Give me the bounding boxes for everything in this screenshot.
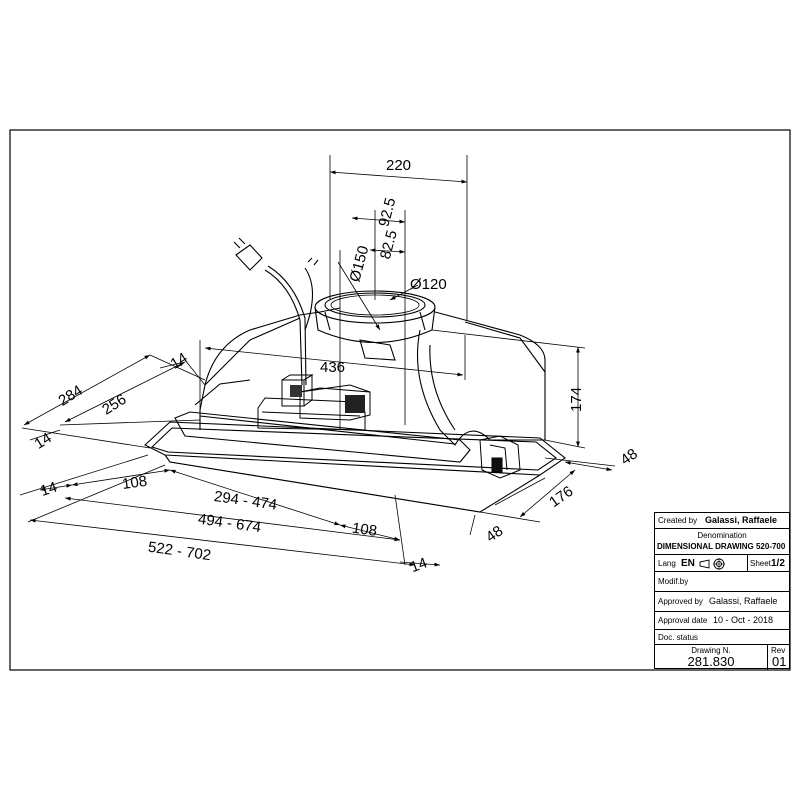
dim-dia-120: Ø120 <box>410 276 447 293</box>
denomination-label: Denomination <box>697 531 747 540</box>
denomination-row: Denomination DIMENSIONAL DRAWING 520-700 <box>655 529 789 555</box>
sheet-value: 1/2 <box>771 558 785 569</box>
dim-14-left: 14 <box>32 429 55 452</box>
dim-108-left: 108 <box>121 473 148 493</box>
projection-symbol-icon <box>699 558 725 570</box>
doc-status-label: Doc. status <box>658 633 699 642</box>
approved-by-value: Galassi, Raffaele <box>709 596 778 606</box>
lang-row: Lang EN Sheet 1/2 <box>655 555 789 572</box>
doc-status-row: Doc. status <box>655 630 789 645</box>
power-cable <box>233 237 319 386</box>
approval-date-label: Approval date <box>658 616 708 625</box>
drawing-frame <box>9 129 791 671</box>
dim-256: 256 <box>99 391 129 419</box>
sheet-label: Sheet <box>750 559 771 568</box>
dim-14-top: 14 <box>168 349 191 372</box>
connector-fill <box>290 385 302 397</box>
created-by-row: Created by Galassi, Raffaele <box>655 513 789 529</box>
modif-row: Modif.by <box>655 572 789 592</box>
lang-sheet-divider <box>747 555 748 571</box>
rev-divider <box>767 645 768 670</box>
approved-by-label: Approved by <box>658 597 703 606</box>
lang-label: Lang <box>658 559 676 568</box>
outlet-spigot <box>314 290 436 361</box>
dim-48-right-top: 48 <box>617 445 640 468</box>
dim-436: 436 <box>320 359 345 376</box>
title-block: Created by Galassi, Raffaele Denominatio… <box>654 512 790 670</box>
denomination-value: DIMENSIONAL DRAWING 520-700 <box>657 542 786 551</box>
motor-box-fill <box>345 395 365 413</box>
dim-220: 220 <box>386 157 411 174</box>
drawing-number-row: Drawing N. 281.830 Rev 01 <box>655 645 789 670</box>
approved-by-row: Approved by Galassi, Raffaele <box>655 592 789 612</box>
approval-date-value: 10 - Oct - 2018 <box>713 615 774 625</box>
dimension-lines <box>19 155 616 567</box>
dim-176: 176 <box>546 483 576 511</box>
drawing-number-label: Drawing N. <box>691 646 731 655</box>
rev-label: Rev <box>771 646 786 655</box>
modif-label: Modif.by <box>658 577 689 586</box>
dim-174: 174 <box>568 387 585 412</box>
dim-294-474: 294 - 474 <box>213 488 278 514</box>
drawing-number-value: 281.830 <box>687 654 735 669</box>
rev-value: 01 <box>772 654 787 669</box>
dim-14-bottom-right: 14 <box>408 554 429 576</box>
approval-date-row: Approval date 10 - Oct - 2018 <box>655 612 789 630</box>
dim-494-674: 494 - 674 <box>197 511 262 537</box>
dim-14-bottom-left: 14 <box>38 479 59 500</box>
dim-108-right: 108 <box>351 520 378 540</box>
motor-box <box>257 374 371 431</box>
end-cap <box>479 435 521 479</box>
dim-48-right-bottom: 48 <box>483 522 506 545</box>
dim-92-5: 92.5 <box>375 196 399 229</box>
created-by-label: Created by <box>658 516 698 525</box>
dim-dia-150: Ø150 <box>346 244 372 284</box>
dim-82-5: 82.5 <box>377 228 401 261</box>
created-by-value: Galassi, Raffaele <box>705 515 778 525</box>
dim-522-702: 522 - 702 <box>147 539 212 565</box>
lang-value: EN <box>681 558 695 569</box>
